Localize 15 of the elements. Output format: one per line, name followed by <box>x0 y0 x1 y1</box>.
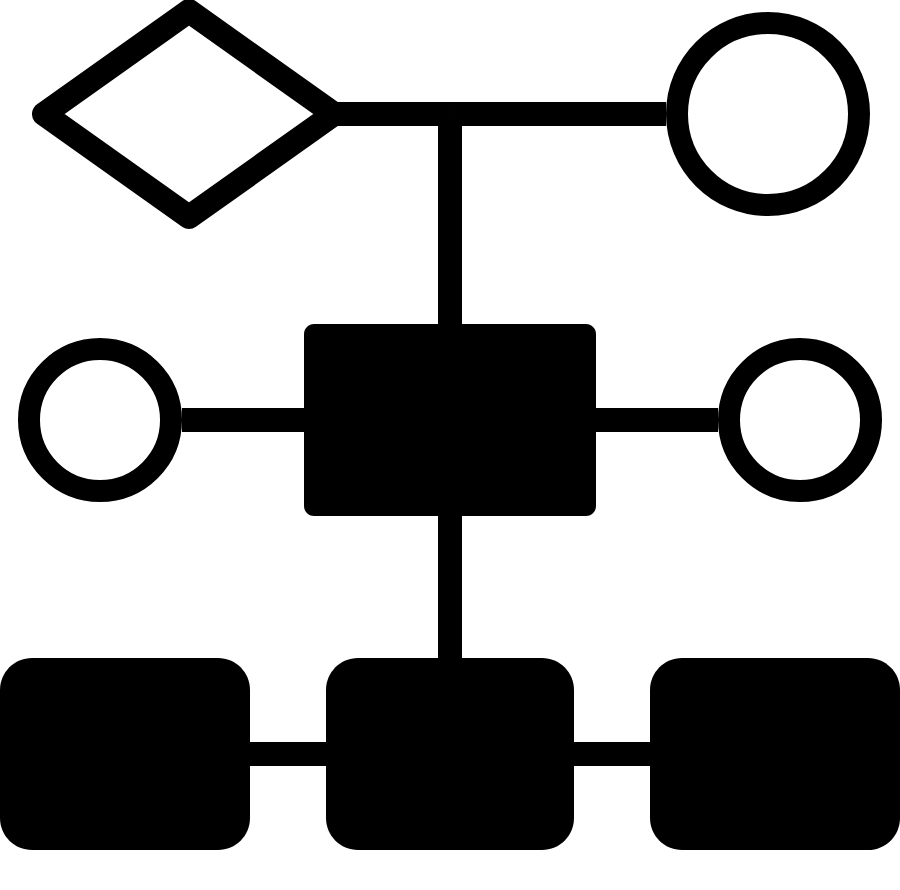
connector-line <box>438 516 462 658</box>
circle-node <box>18 338 182 502</box>
connector-line <box>596 408 718 432</box>
connector-line <box>250 742 326 766</box>
process-box <box>326 658 574 850</box>
connector-line <box>450 102 666 126</box>
connector-line <box>574 742 650 766</box>
connector-line <box>334 102 450 126</box>
process-box <box>304 324 596 516</box>
process-box <box>0 658 250 850</box>
connector-line <box>182 408 304 432</box>
process-box <box>650 658 900 850</box>
circle-node <box>718 338 882 502</box>
circle-node <box>666 12 870 216</box>
connector-line <box>438 126 462 324</box>
